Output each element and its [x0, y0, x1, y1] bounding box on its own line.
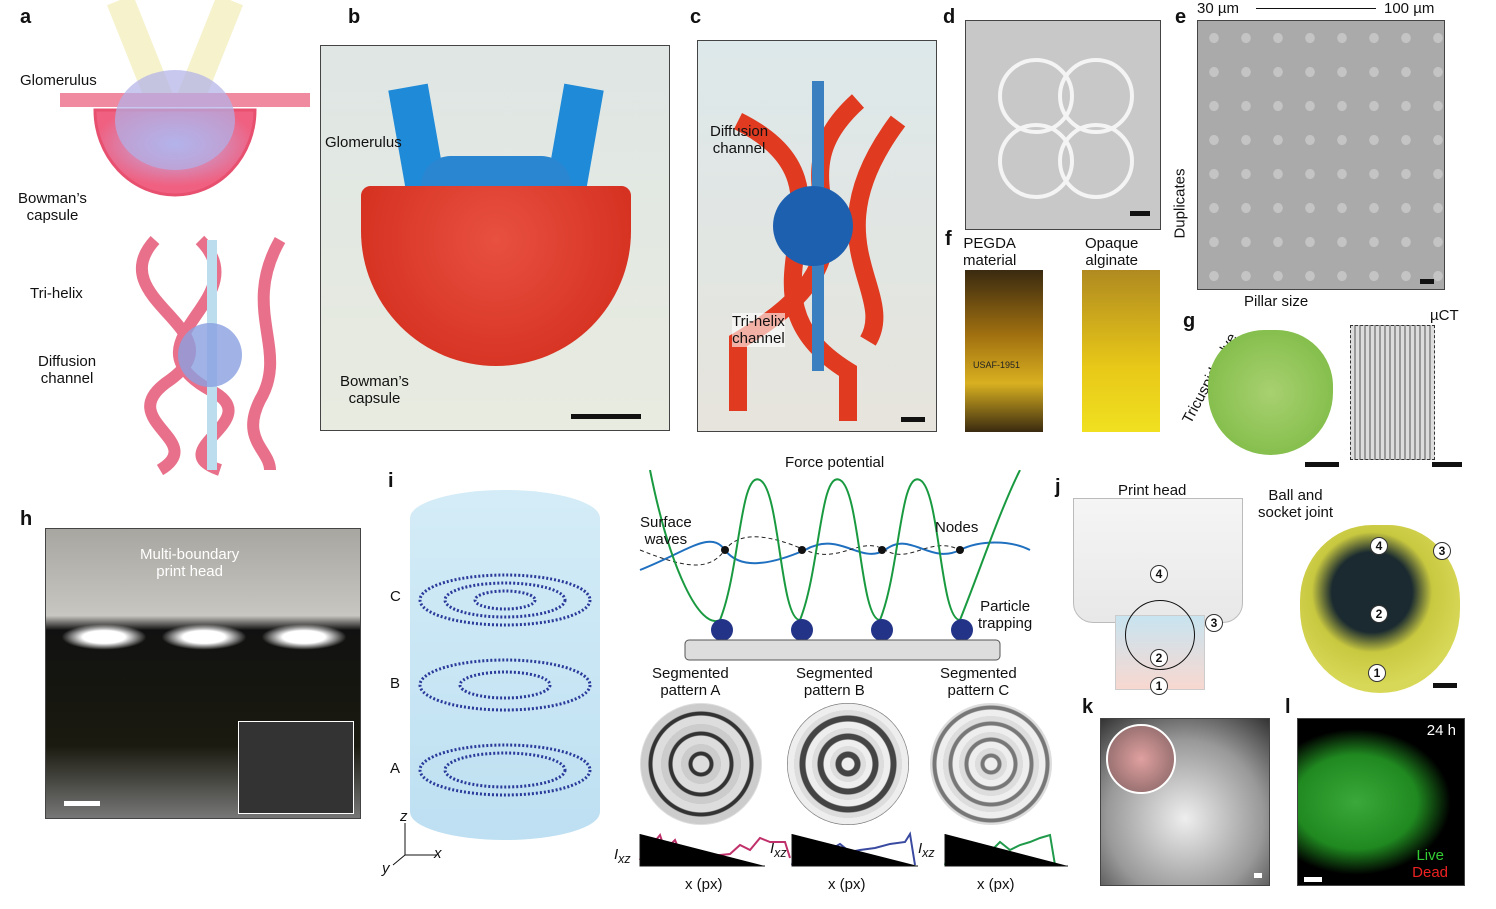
label-glomerulus: Glomerulus [325, 134, 402, 151]
panel-label: c [690, 6, 702, 28]
uct-render [1350, 325, 1435, 460]
pattern-image [787, 703, 909, 825]
marker-4: 4 [1150, 565, 1168, 583]
label-glomerulus: Glomerulus [20, 72, 97, 89]
multi-boundary-printhead-photo [45, 528, 361, 819]
pattern-image [930, 703, 1052, 825]
live-legend: Live [1416, 847, 1444, 864]
pillar-array-sem-image [1197, 20, 1445, 290]
alginate-cuvette-photo [1082, 270, 1160, 432]
label-bowmans-capsule: Bowman’s capsule [340, 373, 409, 407]
xlabel-b: x (px) [828, 876, 866, 893]
lattice-sem-image [965, 20, 1161, 230]
panel-label: g [1183, 310, 1196, 332]
pattern-image [640, 703, 762, 825]
label-diffusion-channel: Diffusion channel [710, 123, 769, 157]
force-potential-diagram [639, 470, 1031, 661]
panel-label: b [348, 6, 361, 28]
label-bowmans-capsule: Bowman’s capsule [18, 190, 87, 224]
axis-x: x [434, 845, 442, 862]
layer-b: B [390, 675, 401, 692]
panel-label: l [1285, 696, 1291, 718]
print-head-label: Print head [1118, 482, 1187, 499]
panel-label: h [20, 508, 33, 530]
panel-label: d [943, 6, 956, 28]
force-potential-title: Force potential [785, 454, 885, 471]
ylabel-b: Ixz [770, 840, 787, 860]
marker-1: 1 [1368, 664, 1386, 682]
tri-helix-photo [697, 40, 937, 432]
panel-label: f [945, 228, 952, 250]
inset-photo [238, 721, 354, 814]
intensity-profiles [639, 831, 1068, 867]
label-tri-helix: Tri-helix [30, 285, 83, 302]
pattern-title: Segmented pattern A [652, 665, 729, 699]
x-axis-label: Pillar size [1244, 293, 1309, 310]
y-axis-label: Duplicates [1171, 168, 1189, 239]
marker-3: 3 [1205, 614, 1223, 632]
layer-c: C [390, 588, 401, 605]
kidney-schematic [60, 0, 310, 476]
panel-label: a [20, 6, 32, 28]
panel-label: j [1055, 476, 1061, 498]
particle-rings [418, 573, 592, 797]
axis-y: y [382, 860, 390, 877]
pattern-title: Segmented pattern B [796, 665, 873, 699]
printhead-label: Multi-boundary print head [140, 546, 240, 580]
particle-trapping-label: Particle trapping [978, 598, 1033, 632]
organoid-well-photo [1100, 718, 1270, 886]
layer-a: A [390, 760, 401, 777]
marker-1: 1 [1150, 677, 1168, 695]
uct-label: µCT [1430, 307, 1459, 324]
usaf-target-text: USAF-1951 [973, 360, 1021, 370]
panel-label: e [1175, 6, 1187, 28]
panel-label: k [1082, 696, 1094, 718]
zoom-circle [1125, 600, 1195, 670]
max-pillar-size: 100 µm [1384, 0, 1435, 17]
pegda-cuvette-photo: USAF-1951 [965, 270, 1043, 432]
marker-3: 3 [1433, 542, 1451, 560]
marker-2: 2 [1370, 605, 1388, 623]
pattern-title: Segmented pattern C [940, 665, 1017, 699]
time-label: 24 h [1426, 722, 1456, 739]
acoustic-cylinder [410, 490, 600, 840]
surface-waves-label: Surface waves [640, 514, 692, 548]
ylabel-c: Ixz [918, 840, 935, 860]
xlabel-c: x (px) [977, 876, 1015, 893]
nodes-label: Nodes [935, 519, 979, 536]
live-dead-fluorescence-image: 24 h Live Dead [1297, 718, 1465, 886]
label-tri-helix-channel: Tri-helix channel [732, 313, 785, 347]
min-pillar-size: 30 µm [1197, 0, 1239, 17]
xlabel-a: x (px) [685, 876, 723, 893]
nozzles [54, 622, 354, 652]
dead-legend: Dead [1412, 864, 1448, 881]
label-diffusion-channel: Diffusion channel [38, 353, 97, 387]
marker-4: 4 [1370, 537, 1388, 555]
marker-2: 2 [1150, 649, 1168, 667]
tricuspid-valve-render [1208, 330, 1333, 455]
size-arrow [1256, 8, 1376, 9]
ylabel-a: Ixz [614, 846, 631, 866]
axis-z: z [400, 808, 408, 825]
panel-label: i [388, 470, 394, 492]
axes-icon [392, 823, 437, 866]
alginate-label: Opaque alginate [1085, 235, 1139, 269]
ball-socket-label: Ball and socket joint [1258, 487, 1334, 521]
pegda-label: PEGDA material [963, 235, 1017, 269]
printed-glomerulus-photo [320, 45, 670, 431]
